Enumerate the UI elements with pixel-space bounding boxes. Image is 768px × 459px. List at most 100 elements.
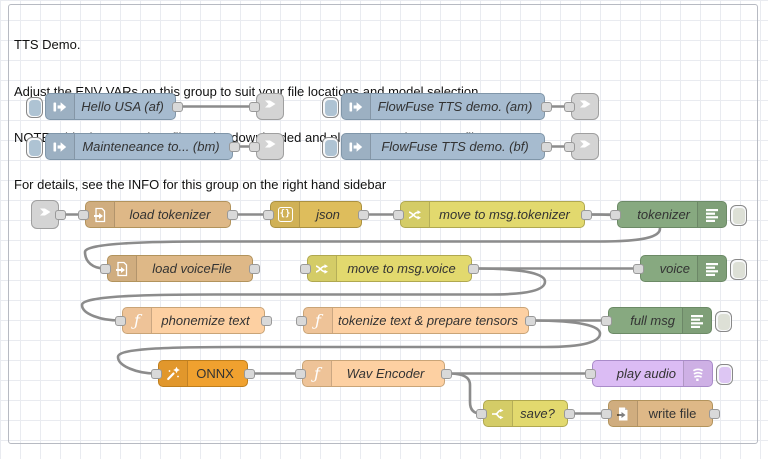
input-port[interactable] <box>393 209 404 220</box>
inject-arrow-icon <box>46 134 75 159</box>
node-label: load tokenizer <box>129 207 211 222</box>
input-port[interactable] <box>300 263 311 274</box>
input-port[interactable] <box>249 141 260 152</box>
output-port[interactable] <box>244 368 255 379</box>
output-port[interactable] <box>468 263 479 274</box>
wire[interactable] <box>446 372 482 415</box>
node-switch-save[interactable]: save? <box>476 400 575 427</box>
node-onnx[interactable]: ONNX <box>151 360 255 387</box>
inject-button[interactable] <box>26 137 43 158</box>
output-port[interactable] <box>229 141 240 152</box>
input-port[interactable] <box>249 101 260 112</box>
inject-button[interactable] <box>26 97 43 118</box>
input-port[interactable] <box>564 101 575 112</box>
input-port[interactable] <box>151 368 162 379</box>
node-function-phonemize-text[interactable]: ƒ phonemize text <box>115 307 272 334</box>
input-port[interactable] <box>610 209 621 220</box>
input-port[interactable] <box>601 315 612 326</box>
json-icon: {} <box>271 202 300 227</box>
function-icon: ƒ <box>304 308 333 333</box>
link-arrow-icon <box>578 137 592 156</box>
node-file-in-load-voicefile[interactable]: load voiceFile <box>100 255 260 282</box>
debug-icon <box>697 202 726 227</box>
inject-button[interactable] <box>322 137 339 158</box>
node-label: phonemize text <box>161 313 250 328</box>
node-link-out[interactable] <box>249 133 284 160</box>
output-port[interactable] <box>358 209 369 220</box>
node-inject-flowfuse-am[interactable]: FlowFuse TTS demo. (am) <box>322 93 552 120</box>
node-debug-full-msg[interactable]: full msg <box>601 307 732 334</box>
output-port[interactable] <box>709 408 720 419</box>
node-function-wav-encoder[interactable]: ƒ Wav Encoder <box>295 360 452 387</box>
output-port[interactable] <box>564 408 575 419</box>
node-debug-tokenizer[interactable]: tokenizer <box>610 201 747 228</box>
node-play-audio[interactable]: play audio <box>585 360 733 387</box>
node-label: tokenize text & prepare tensors <box>338 313 518 328</box>
audio-waves-icon <box>683 361 712 386</box>
node-change-move-to-msg-voice[interactable]: move to msg.voice <box>300 255 479 282</box>
function-icon: ƒ <box>303 361 332 386</box>
input-port[interactable] <box>601 408 612 419</box>
node-label: write file <box>648 406 697 421</box>
node-inject-maintenance[interactable]: Mainteneance to... (bm) <box>26 133 240 160</box>
inject-arrow-icon <box>342 134 371 159</box>
input-port[interactable] <box>100 263 111 274</box>
input-port[interactable] <box>633 263 644 274</box>
node-link-out[interactable] <box>564 133 599 160</box>
node-link-out[interactable] <box>564 93 599 120</box>
node-label: ONNX <box>196 366 234 381</box>
output-port[interactable] <box>55 209 66 220</box>
link-arrow-icon <box>578 97 592 116</box>
output-port[interactable] <box>581 209 592 220</box>
node-debug-voice[interactable]: voice <box>633 255 747 282</box>
input-port[interactable] <box>295 368 306 379</box>
file-in-icon <box>86 202 115 227</box>
play-audio-button[interactable] <box>716 364 733 385</box>
node-file-out-write-file[interactable]: write file <box>601 400 720 427</box>
link-arrow-icon <box>263 137 277 156</box>
node-label: tokenizer <box>637 207 690 222</box>
node-label: play audio <box>616 366 676 381</box>
input-port[interactable] <box>476 408 487 419</box>
node-file-in-load-tokenizer[interactable]: load tokenizer <box>78 201 238 228</box>
node-function-tokenize-text[interactable]: ƒ tokenize text & prepare tensors <box>296 307 536 334</box>
node-change-move-to-msg-tokenizer[interactable]: move to msg.tokenizer <box>393 201 592 228</box>
file-in-icon <box>108 256 137 281</box>
output-port[interactable] <box>249 263 260 274</box>
link-arrow-icon <box>38 205 52 224</box>
inject-arrow-icon <box>46 94 75 119</box>
output-port[interactable] <box>541 101 552 112</box>
input-port[interactable] <box>115 315 126 326</box>
node-link-in[interactable] <box>31 200 66 229</box>
node-inject-hello-usa[interactable]: Hello USA (af) <box>26 93 183 120</box>
wire[interactable] <box>80 267 547 322</box>
inject-button[interactable] <box>322 97 339 118</box>
output-port[interactable] <box>441 368 452 379</box>
input-port[interactable] <box>585 368 596 379</box>
function-icon: ƒ <box>123 308 152 333</box>
output-port[interactable] <box>261 315 272 326</box>
node-label: FlowFuse TTS demo. (am) <box>377 99 533 114</box>
file-out-icon <box>609 401 638 426</box>
debug-toggle-button[interactable] <box>730 259 747 280</box>
output-port[interactable] <box>525 315 536 326</box>
node-link-out[interactable] <box>249 93 284 120</box>
node-inject-flowfuse-bf[interactable]: FlowFuse TTS demo. (bf) <box>322 133 552 160</box>
debug-toggle-button[interactable] <box>715 311 732 332</box>
wire[interactable] <box>116 319 602 375</box>
debug-toggle-button[interactable] <box>730 205 747 226</box>
output-port[interactable] <box>541 141 552 152</box>
magic-wand-icon <box>159 361 188 386</box>
node-json[interactable]: {} json <box>263 201 369 228</box>
node-label: load voiceFile <box>152 261 232 276</box>
output-port[interactable] <box>227 209 238 220</box>
input-port[interactable] <box>564 141 575 152</box>
node-label: full msg <box>630 313 675 328</box>
debug-icon <box>682 308 711 333</box>
flow-group[interactable] <box>8 4 758 444</box>
input-port[interactable] <box>296 315 307 326</box>
output-port[interactable] <box>172 101 183 112</box>
input-port[interactable] <box>263 209 274 220</box>
input-port[interactable] <box>78 209 89 220</box>
